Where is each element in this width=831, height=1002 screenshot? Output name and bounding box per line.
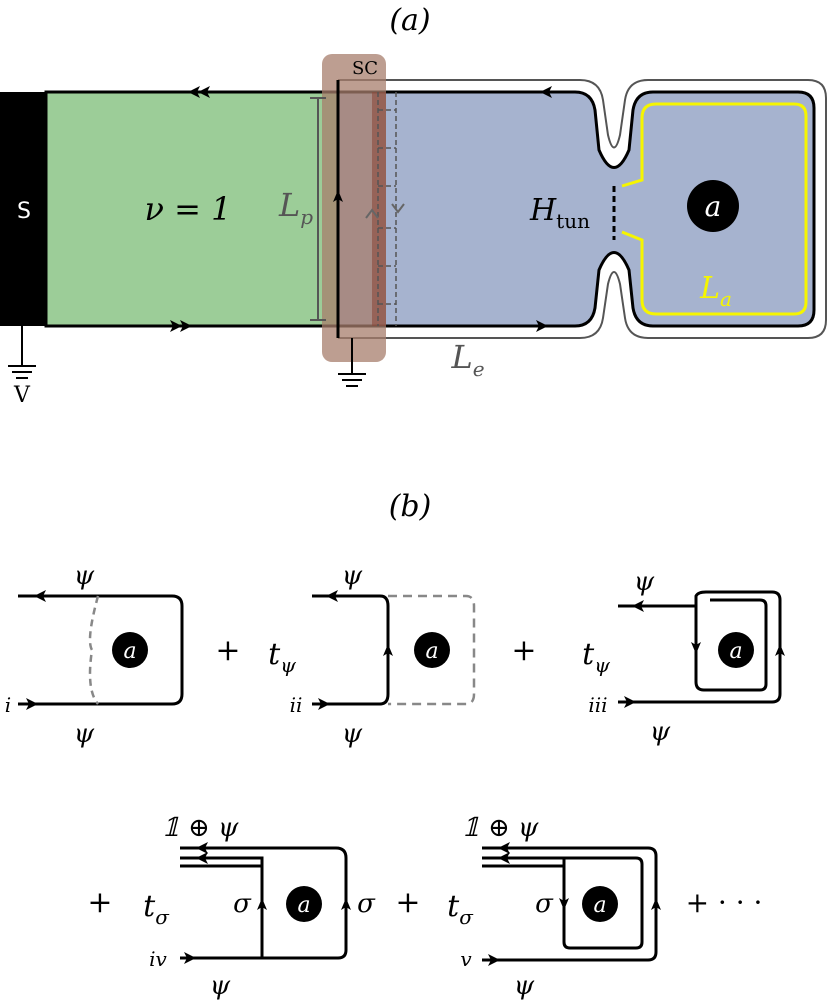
panel-b-label: (b) (389, 489, 432, 524)
ladder-down-arrow (391, 203, 405, 214)
term-iii-top-arrow (632, 600, 644, 612)
plus-1: + (215, 633, 240, 668)
term-ii: a ψ ψ ii (290, 561, 476, 749)
interface-arrow (333, 190, 343, 202)
term-v-one-plus-psi: 𝟙 ⊕ ψ (462, 813, 539, 843)
term-iv-up-arrow-right (341, 898, 351, 910)
term-iii-island (718, 632, 754, 668)
term-iv-sigma-left: σ (233, 889, 252, 919)
term-i-top-arrow (34, 590, 46, 602)
term-iv-arrow-b (196, 852, 208, 864)
term-v-in-arrow (488, 954, 500, 966)
lp-label: Lp (278, 186, 313, 229)
term-v-island (582, 886, 618, 922)
term-iii-down-arrow (691, 642, 701, 654)
term-ii-psi-bottom: ψ (342, 719, 363, 749)
term-iii-up-arrow (775, 644, 785, 656)
term-v-psi-bottom: ψ (514, 971, 535, 1001)
term-i-island (112, 632, 148, 668)
term-v-arrow-a (498, 842, 510, 854)
term-i-label: i (5, 693, 11, 717)
filling-factor-label: ν = 1 (145, 190, 232, 228)
term-iv-up-arrow-left (257, 898, 267, 910)
term-ii-top-arrow (326, 590, 338, 602)
t-psi-2: tψ (582, 637, 610, 677)
term-ii-island (414, 632, 450, 668)
term-i-in-arrow (26, 698, 38, 710)
bottom-edge-arrow-blue (536, 320, 548, 332)
term-v-arrow-b (498, 852, 510, 864)
t-sigma-1: tσ (143, 889, 170, 929)
term-i-psi-bottom: ψ (74, 719, 95, 749)
contact-s-label: S (17, 199, 31, 224)
term-iii-in-arrow (624, 696, 636, 708)
term-iii-psi-bottom: ψ (650, 717, 671, 747)
island-a (687, 180, 739, 232)
sc-strip-dark (372, 92, 386, 326)
plus-3: + (87, 885, 112, 920)
term-v-down-arrow (559, 898, 569, 910)
term-iii-island-label: a (729, 639, 742, 664)
term-iv-label: iv (149, 947, 167, 971)
contact-s (0, 92, 46, 326)
la-label: La (699, 271, 732, 311)
term-v-up-arrow (651, 898, 661, 910)
top-edge-double-arrow (188, 86, 210, 98)
term-iv: a 𝟙 ⊕ ψ σ σ ψ iv (149, 813, 376, 1001)
plus-2: + (511, 633, 536, 668)
term-iii-psi-top: ψ (634, 567, 655, 597)
channel-outline (338, 79, 827, 339)
term-v-lines (482, 846, 658, 962)
term-v-sigma: σ (535, 889, 554, 919)
term-iii-inner (694, 598, 768, 692)
sc-label: SC (352, 58, 378, 79)
term-i-dashed (88, 595, 100, 705)
green-region (44, 90, 340, 328)
term-ii-dashed (388, 594, 476, 706)
plus-4: + (395, 885, 420, 920)
term-iii-outer (618, 590, 782, 704)
term-ii-up-arrow (383, 644, 393, 656)
term-iv-psi-bottom: ψ (210, 971, 231, 1001)
t-psi-1: tψ (268, 637, 296, 677)
term-iv-sigma-right: σ (357, 889, 376, 919)
panel-b: (b) a ψ ψ i + tψ a ψ ψ ii (5, 489, 785, 1001)
term-ii-in-arrow (318, 698, 330, 710)
term-iv-in-arrow (184, 952, 196, 964)
term-iii: a ψ ψ iii (588, 567, 785, 747)
term-iv-island-label: a (297, 893, 310, 918)
term-ii-label: ii (290, 693, 303, 717)
island-a-label: a (705, 190, 722, 223)
sc-ground-symbol (338, 338, 366, 387)
term-i-psi-top: ψ (74, 561, 95, 591)
bottom-edge-double-arrow (170, 320, 192, 332)
term-i: a ψ ψ i (5, 561, 184, 749)
ground-v-symbol (8, 326, 36, 379)
term-v-island-label: a (593, 893, 606, 918)
term-ii-psi-top: ψ (342, 561, 363, 591)
term-iv-one-plus-psi: 𝟙 ⊕ ψ (162, 813, 239, 843)
term-ii-island-label: a (425, 639, 438, 664)
ladder-up-arrow (365, 208, 379, 219)
blue-region (336, 90, 816, 328)
t-sigma-2: tσ (447, 889, 474, 929)
ellipsis: + · · · (686, 886, 763, 919)
term-ii-path (312, 594, 390, 706)
htun-label: Htun (529, 193, 590, 233)
le-label: Le (450, 338, 484, 381)
term-i-island-label: a (123, 639, 136, 664)
term-iii-label: iii (588, 693, 607, 717)
panel-a: (a) S V ν = 1 (0, 3, 827, 408)
la-loop (621, 102, 808, 316)
voltage-label: V (13, 383, 31, 408)
term-iv-arrow-a (196, 842, 208, 854)
term-v: a 𝟙 ⊕ ψ σ ψ v (460, 813, 661, 1001)
top-edge-arrow-blue (540, 86, 552, 98)
panel-a-label: (a) (389, 3, 430, 38)
term-iv-island (286, 886, 322, 922)
term-v-label: v (460, 947, 472, 971)
lp-measure-bar (310, 97, 326, 321)
term-i-path (18, 594, 184, 706)
